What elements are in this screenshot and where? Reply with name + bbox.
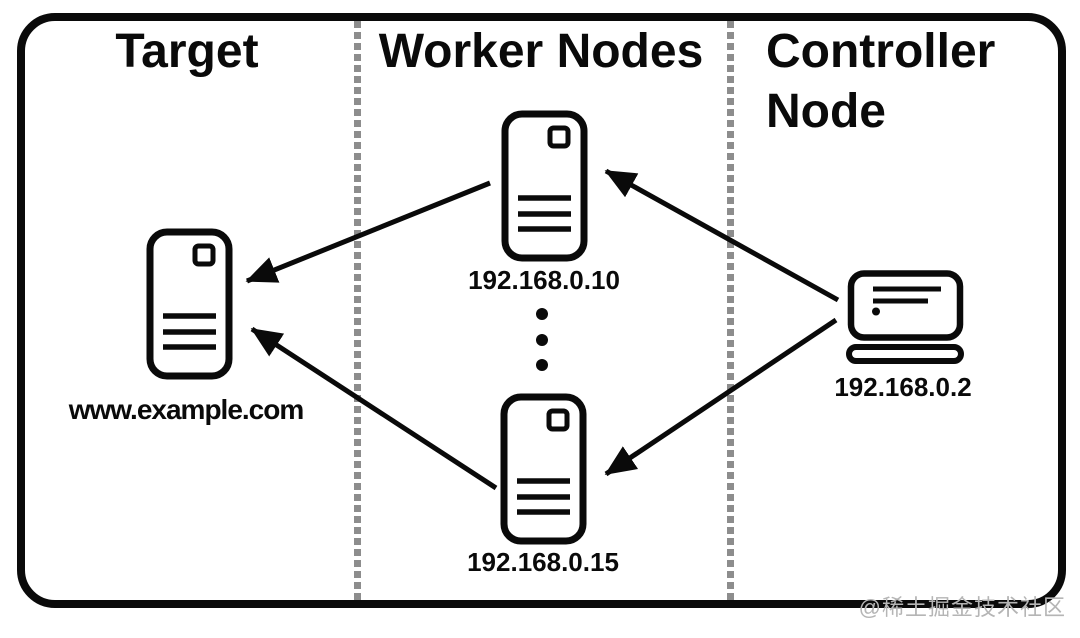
worker-top-node-label: 192.168.0.10	[468, 265, 620, 295]
diagram-outer-frame	[17, 13, 1066, 608]
controller-node-label: 192.168.0.2	[834, 372, 972, 402]
column-divider-target-workers	[354, 21, 361, 601]
worker-bottom-node-label: 192.168.0.15	[467, 547, 619, 577]
target-node-label: www.example.com	[68, 394, 305, 425]
watermark-text: @稀土掘金技术社区	[858, 595, 1066, 620]
controller-laptop-icon	[846, 270, 964, 364]
column-header-controller-node: Controller Node	[766, 25, 996, 138]
worker-top-server-icon	[501, 110, 588, 262]
target-server-icon	[146, 228, 233, 380]
worker-bottom-server-icon	[500, 393, 587, 545]
column-header-worker-nodes: Worker Nodes	[378, 25, 704, 78]
column-divider-workers-controller	[727, 21, 734, 601]
column-header-target: Target	[115, 25, 259, 78]
